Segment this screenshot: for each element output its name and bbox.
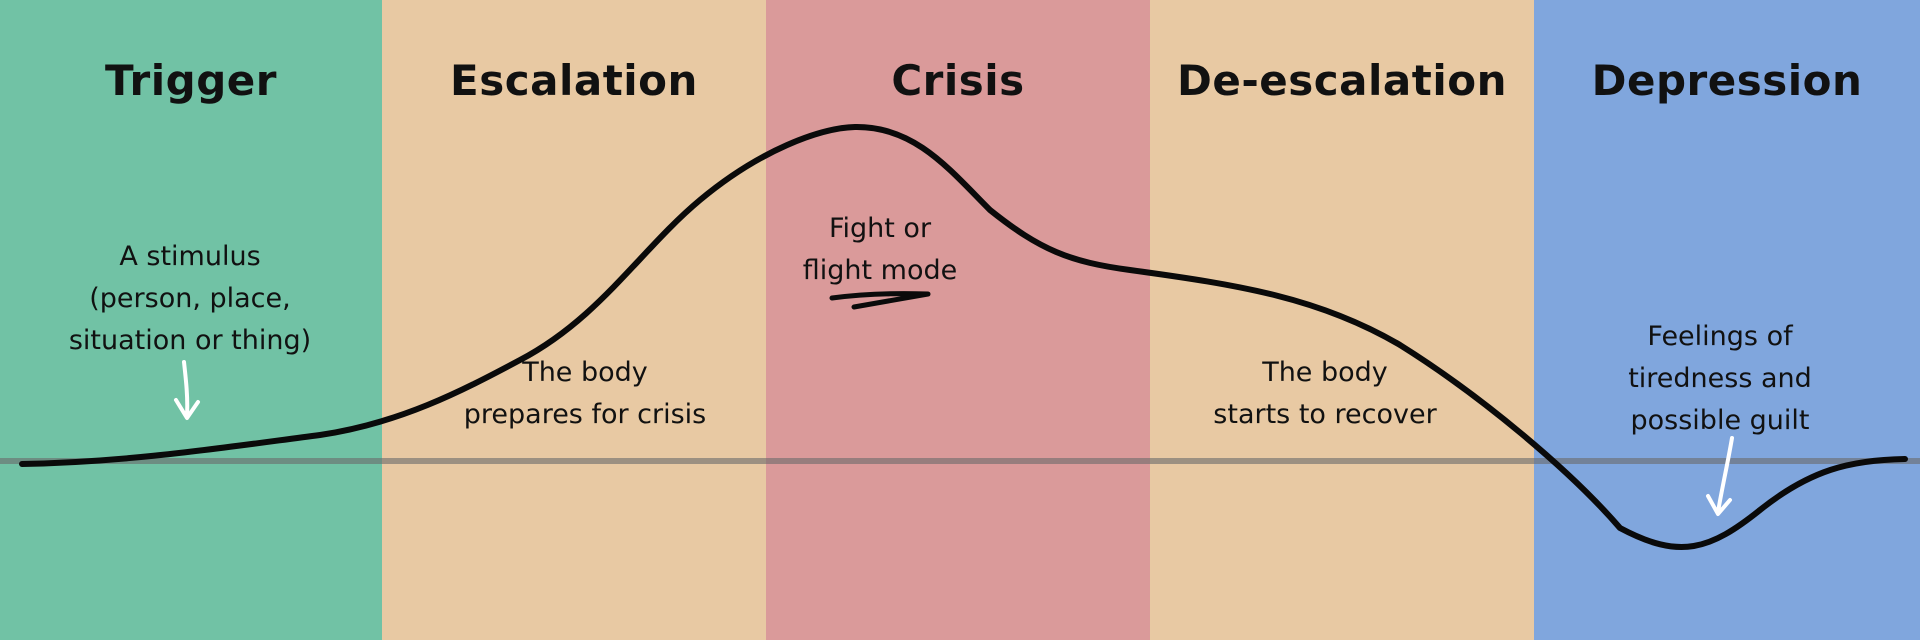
- phase-band-depression: Depression: [1534, 0, 1920, 640]
- phase-band-trigger: Trigger: [0, 0, 382, 640]
- phase-band-crisis: Crisis: [766, 0, 1150, 640]
- trigger-annotation: A stimulus (person, place, situation or …: [68, 241, 312, 356]
- phase-band-escalation: Escalation: [382, 0, 766, 640]
- crisis-underline: [829, 291, 931, 310]
- phase-title-escalation: Escalation: [450, 56, 698, 105]
- arousal-curve: [19, 123, 1908, 550]
- deescalation-annotation: The body starts to recover: [1213, 357, 1437, 430]
- trigger-arrow-icon: [174, 360, 200, 420]
- escalation-annotation: The body prepares for crisis: [463, 357, 707, 430]
- phase-title-deescalation: De-escalation: [1177, 56, 1507, 105]
- depression-arrow-icon: [1706, 436, 1734, 516]
- depression-annotation: Feelings of tiredness and possible guilt: [1628, 321, 1812, 436]
- phase-title-trigger: Trigger: [105, 56, 277, 105]
- phase-title-crisis: Crisis: [891, 56, 1025, 105]
- phase-band-deescalation: De-escalation: [1150, 0, 1534, 640]
- crisis-annotation: Fight or flight mode: [802, 213, 958, 286]
- phase-title-depression: Depression: [1591, 56, 1863, 105]
